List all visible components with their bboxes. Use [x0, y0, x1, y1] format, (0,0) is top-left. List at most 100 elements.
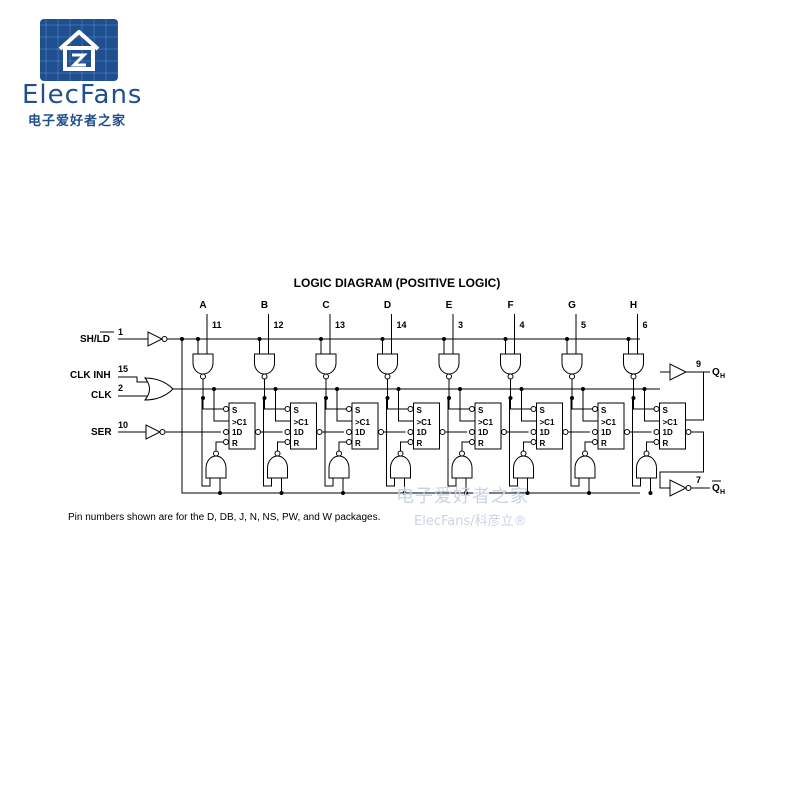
gate-body: [513, 455, 534, 479]
ff-label-c1: >C1: [355, 418, 370, 427]
pin-number-qh: 9: [696, 359, 701, 369]
junction-dot: [581, 387, 585, 391]
flip-flop-body: [351, 402, 379, 450]
buffer-body: [145, 424, 162, 440]
junction-dot: [273, 387, 278, 391]
nand-gate-lower: [451, 450, 473, 479]
ff-label-s: S: [601, 406, 607, 415]
pin-number-qh-bar: 7: [696, 475, 701, 485]
nand-gate-lower: [636, 450, 657, 479]
junction-dot: [508, 396, 513, 400]
reset-bubble: [592, 439, 598, 445]
reset-bubble: [223, 439, 229, 445]
wire-to-reset: [277, 441, 285, 453]
gate-body: [192, 353, 214, 375]
junction-dot: [218, 491, 222, 495]
ff-label-1d: 1D: [478, 428, 488, 437]
set-bubble: [407, 406, 414, 412]
output-bubble: [685, 485, 692, 491]
set-bubble: [653, 406, 660, 412]
buffer-body: [147, 331, 164, 347]
output-bubble: [582, 450, 588, 457]
ff-label-s: S: [232, 406, 238, 415]
junction-dot: [642, 387, 647, 391]
junction-dot: [196, 337, 200, 341]
ff-label-1d: 1D: [232, 428, 242, 437]
wire-to-reset: [646, 441, 654, 453]
junction-dot: [380, 337, 385, 341]
output-bubble: [274, 450, 281, 457]
wire-clock-tap: [459, 389, 475, 422]
wire-clkinh: [118, 376, 149, 383]
ff-label-c1: >C1: [601, 418, 616, 427]
gate-body: [574, 455, 596, 479]
pin-number-e: 3: [458, 320, 463, 330]
junction-dot: [324, 396, 328, 400]
gate-body: [205, 455, 227, 479]
ff-label-c1: >C1: [232, 418, 247, 427]
pin-number-a: 11: [212, 320, 222, 330]
input-label-h: H: [630, 300, 637, 311]
flip-flop-body: [597, 402, 625, 450]
output-label-qh-bar-sub: H: [720, 489, 725, 496]
set-bubble: [223, 406, 229, 412]
output-bubble: [200, 373, 206, 380]
house-logo-icon: [40, 19, 118, 81]
ff-label-s: S: [540, 406, 546, 415]
ff-label-1d: 1D: [663, 428, 673, 437]
reset-bubble: [284, 439, 291, 445]
ff-label-c1: >C1: [294, 418, 309, 427]
gate-body: [438, 353, 460, 375]
ff-label-c1: >C1: [417, 418, 432, 427]
junction-dot: [279, 491, 284, 495]
q-bubble: [624, 429, 630, 435]
ff-label-s: S: [355, 406, 361, 415]
set-bubble: [284, 406, 291, 412]
brand-name: ElecFans: [22, 80, 143, 110]
pin-number-clk: 2: [118, 383, 123, 393]
q-bubble: [316, 429, 323, 435]
output-bubble: [643, 450, 650, 457]
buffer-shld: [147, 331, 168, 347]
set-bubble: [592, 406, 598, 412]
junction-dot: [262, 396, 267, 400]
input-label-shld: SH/LD: [80, 334, 110, 345]
ff-label-s: S: [417, 406, 423, 415]
buffer-body: [669, 479, 688, 497]
ff-label-c1: >C1: [478, 418, 493, 427]
ff-label-r: R: [417, 439, 423, 448]
wire-clock-tap: [275, 389, 291, 422]
pin-number-h: 6: [643, 320, 648, 330]
ff-label-s: S: [294, 406, 300, 415]
nand-gate-upper: [561, 353, 583, 380]
buffer-body: [669, 363, 688, 381]
flip-flop-body: [413, 402, 440, 450]
output-bubble: [336, 450, 342, 457]
clock-d-bubble: [469, 429, 475, 435]
output-bubble: [569, 373, 575, 380]
clock-d-bubble: [530, 429, 537, 435]
junction-dot: [396, 387, 401, 391]
clock-d-bubble: [284, 429, 291, 435]
junction-dot: [319, 337, 323, 341]
ff-label-s: S: [478, 406, 484, 415]
wire-to-reset: [215, 441, 223, 453]
pin-number-b: 12: [274, 320, 284, 330]
wire-clock-tap: [336, 389, 352, 422]
output-bubble: [520, 450, 527, 457]
gate-body: [390, 455, 411, 479]
nand-gate-upper: [254, 353, 275, 380]
brand-subtitle: 电子爱好者之家: [28, 114, 127, 129]
junction-dot: [212, 387, 216, 391]
input-label-f: F: [507, 300, 513, 311]
buffer-ser: [145, 424, 166, 440]
wire-to-reset: [461, 441, 469, 453]
output-bubble: [446, 373, 452, 380]
gate-body: [561, 353, 583, 375]
